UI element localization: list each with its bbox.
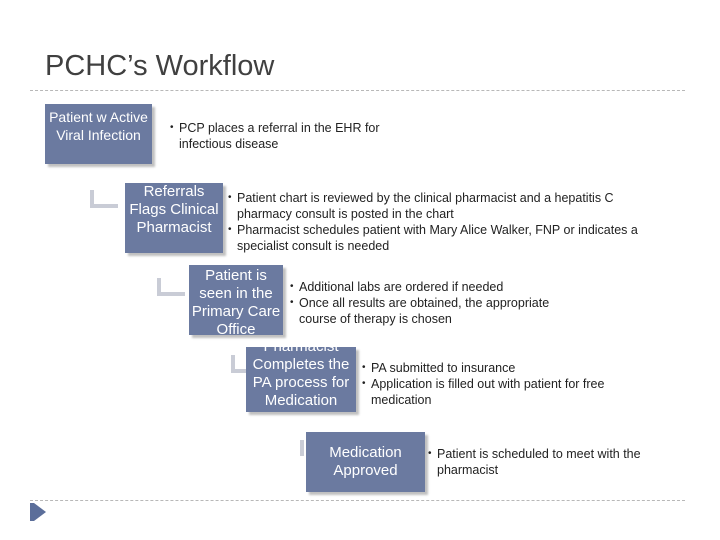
step-notes-2: Patient chart is reviewed by the clinica… xyxy=(228,190,658,254)
note-item: Patient chart is reviewed by the clinica… xyxy=(228,190,658,222)
note-item: Pharmacist schedules patient with Mary A… xyxy=(228,222,658,254)
note-item: Additional labs are ordered if needed xyxy=(290,279,560,295)
step-label: Patient w Active Viral Infection xyxy=(49,109,148,143)
step-box-2: Referrals Flags Clinical Pharmacist xyxy=(125,183,223,253)
step-label: Pharmacist Completes the PA process for … xyxy=(252,347,350,409)
footer-divider xyxy=(30,500,685,501)
note-item: Application is filled out with patient f… xyxy=(362,376,652,408)
flow-connector-4 xyxy=(300,440,308,456)
note-item: Patient is scheduled to meet with the ph… xyxy=(428,446,658,478)
step-box-4: Pharmacist Completes the PA process for … xyxy=(246,347,356,412)
step-box-1: Patient w Active Viral Infection xyxy=(45,104,152,164)
note-item: Once all results are obtained, the appro… xyxy=(290,295,560,327)
flow-connector-2 xyxy=(157,278,185,296)
note-item: PA submitted to insurance xyxy=(362,360,652,376)
page-title: PCHC’s Workflow xyxy=(45,50,275,82)
step-box-5: Medication Approved xyxy=(306,432,425,492)
step-notes-4: PA submitted to insurance Application is… xyxy=(362,360,652,408)
step-label: Medication Approved xyxy=(329,444,402,479)
step-label: Patient is seen in the Primary Care Offi… xyxy=(191,267,281,335)
flow-connector-3 xyxy=(231,355,259,373)
title-divider xyxy=(30,90,685,91)
note-item: PCP places a referral in the EHR for inf… xyxy=(170,120,400,152)
step-notes-3: Additional labs are ordered if needed On… xyxy=(290,279,560,327)
step-notes-1: PCP places a referral in the EHR for inf… xyxy=(170,120,400,152)
step-label: Referrals Flags Clinical Pharmacist xyxy=(129,183,219,236)
flow-connector-1 xyxy=(90,190,118,208)
step-box-3: Patient is seen in the Primary Care Offi… xyxy=(189,265,283,335)
step-notes-5: Patient is scheduled to meet with the ph… xyxy=(428,446,658,478)
next-slide-icon[interactable] xyxy=(30,503,46,521)
